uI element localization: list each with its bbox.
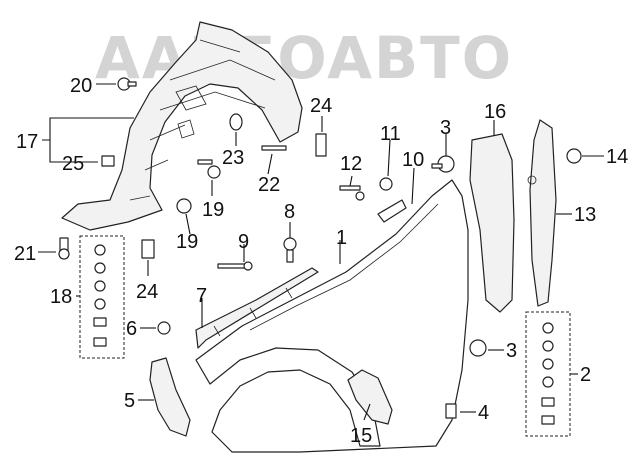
leader-lines	[38, 83, 604, 421]
callout-10: 10	[402, 149, 424, 171]
part-fender	[195, 179, 469, 453]
fastener-12	[339, 185, 365, 201]
fastener-19-bottom	[176, 198, 192, 214]
fastener-8	[283, 237, 297, 263]
callout-4: 4	[478, 402, 489, 424]
fastener-14	[566, 148, 582, 164]
fastener-10	[377, 199, 407, 223]
part-wheel-arch-liner	[61, 21, 303, 231]
fastener-24-left	[141, 239, 155, 259]
fastener-9	[217, 261, 253, 271]
part-seal	[469, 133, 515, 313]
watermark-logo: AAKEOABTO	[95, 24, 513, 92]
callout-9: 9	[238, 231, 249, 253]
fastener-3-bottom	[469, 339, 487, 357]
fastener-21	[58, 237, 70, 260]
callout-25: 25	[62, 153, 84, 175]
fastener-25	[101, 155, 115, 167]
callout-2: 2	[580, 364, 591, 386]
fastener-6	[157, 321, 171, 335]
callout-17: 17	[16, 131, 38, 153]
part-side-bracket	[527, 119, 557, 307]
callout-18: 18	[50, 286, 72, 308]
callout-22: 22	[258, 174, 280, 196]
callout-6: 6	[126, 318, 137, 340]
callout-3-top: 3	[440, 117, 451, 139]
part-splash-guard	[347, 369, 393, 425]
callout-13: 13	[574, 204, 596, 226]
part-mounting-bracket	[149, 357, 191, 437]
callout-3-bottom: 3	[506, 340, 517, 362]
callout-labels: 20 17 25 21 18 23 22 24 24 19 19 12 11 1…	[14, 75, 628, 447]
callout-16: 16	[484, 101, 506, 123]
fastener-22	[261, 145, 287, 151]
callout-19-bottom: 19	[176, 231, 198, 253]
callout-24-left: 24	[136, 281, 158, 303]
fastener-11	[379, 177, 393, 191]
part-fender-bracket	[195, 267, 319, 349]
fastener-19-top	[197, 159, 221, 179]
callout-15: 15	[350, 425, 372, 447]
callout-5: 5	[124, 390, 135, 412]
callout-21: 21	[14, 243, 36, 265]
callout-1: 1	[336, 227, 347, 249]
fastener-kit-18	[79, 235, 125, 359]
callout-24-top: 24	[310, 95, 332, 117]
fastener-3-top	[431, 155, 455, 173]
callout-23: 23	[222, 147, 244, 169]
callout-20: 20	[70, 75, 92, 97]
callout-19-top: 19	[202, 199, 224, 221]
callout-14: 14	[606, 146, 628, 168]
fastener-20	[117, 77, 137, 91]
callout-11: 11	[380, 123, 401, 145]
fastener-24-top	[315, 133, 327, 157]
fastener-4	[445, 403, 457, 419]
callout-12: 12	[340, 153, 362, 175]
callout-7: 7	[196, 285, 207, 307]
fastener-23	[229, 113, 243, 131]
callout-8: 8	[284, 201, 295, 223]
fastener-kit-2	[525, 311, 571, 437]
